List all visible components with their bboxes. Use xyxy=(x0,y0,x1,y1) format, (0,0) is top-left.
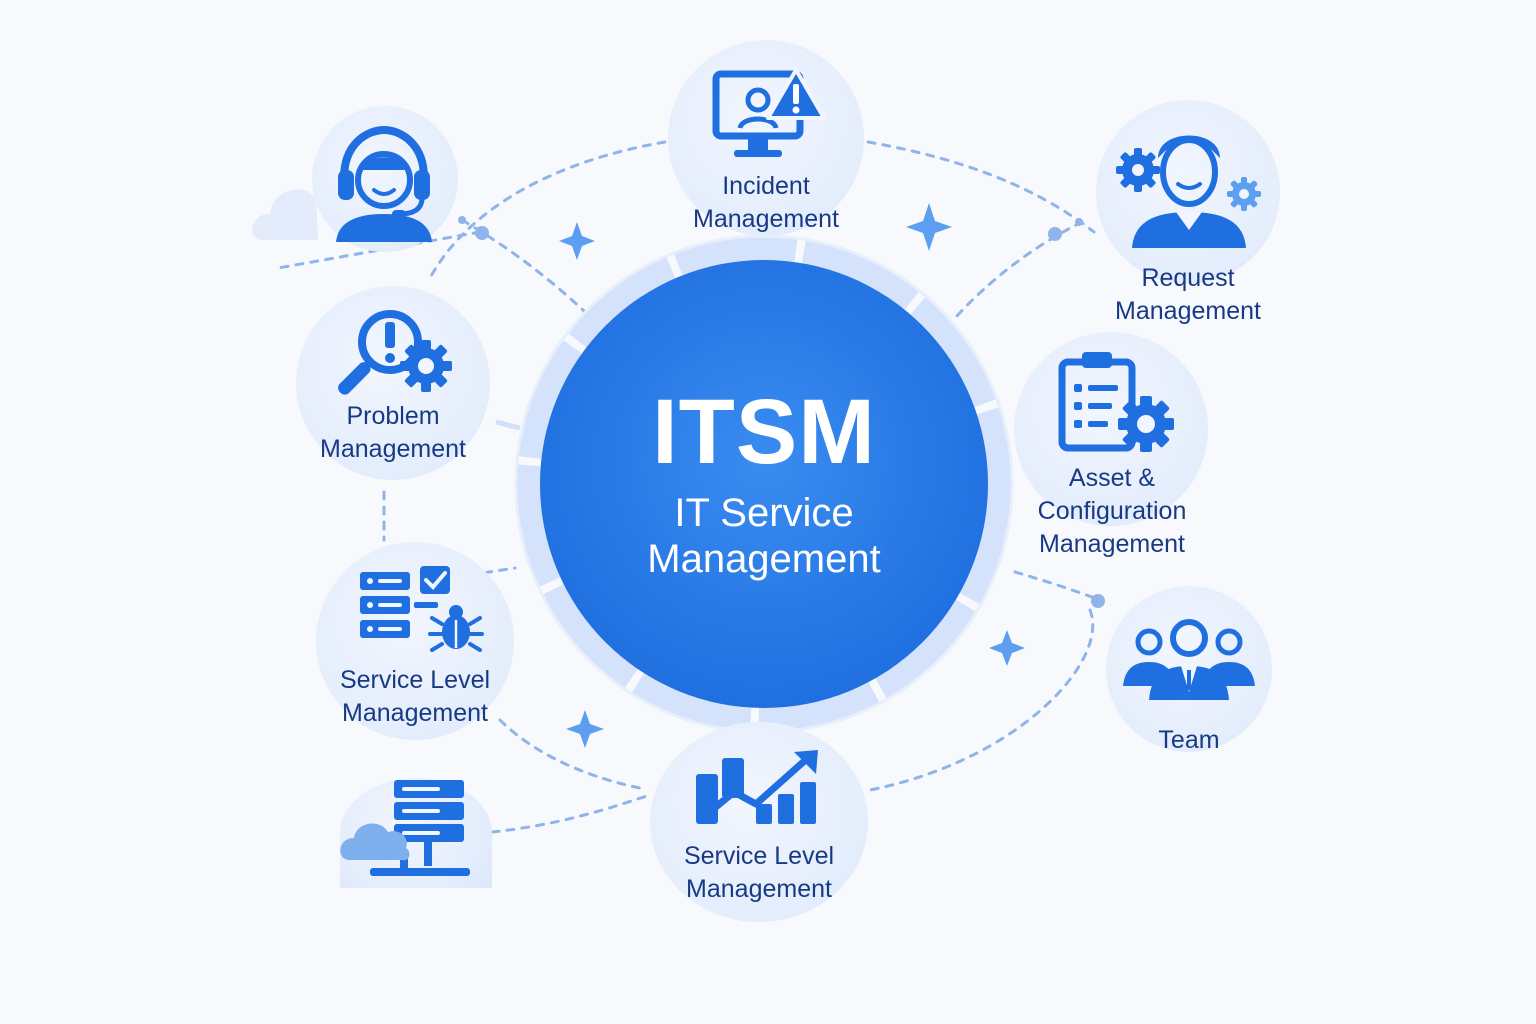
sparkle-icon xyxy=(906,203,952,251)
cloud-server-icon xyxy=(340,780,470,876)
label-incident: Incident Management xyxy=(668,170,864,236)
connector-hub-team xyxy=(1013,570,1102,602)
user-gears-icon xyxy=(1116,135,1261,248)
support-agent-icon xyxy=(336,125,432,242)
hub-title: ITSM xyxy=(652,381,876,483)
node-team: Team xyxy=(1106,586,1272,754)
hub-ring xyxy=(515,235,1013,733)
checklist-bug-icon xyxy=(360,566,484,652)
label-team-line1: Team xyxy=(1158,726,1220,754)
label-service-level-left-line2: Management xyxy=(342,699,488,727)
node-problem: Problem Management xyxy=(296,286,490,480)
sparkle-icon xyxy=(559,222,595,260)
connector-support-left xyxy=(276,230,482,270)
node-incident: Incident Management xyxy=(668,40,864,236)
node-service-level-left: Service Level Management xyxy=(316,542,514,740)
sparkle-decorations xyxy=(559,203,1025,748)
label-problem: Problem Management xyxy=(296,400,490,466)
connector-incident-problem xyxy=(428,140,667,280)
label-asset-line1: Asset & xyxy=(1068,464,1156,492)
clipboard-gear-icon xyxy=(1058,352,1174,452)
label-team: Team xyxy=(1106,724,1272,757)
magnifier-gear-icon xyxy=(338,310,452,395)
label-problem-line2: Management xyxy=(320,435,466,463)
sparkle-icon xyxy=(566,710,604,748)
connector-hub-team-arc xyxy=(868,608,1095,792)
node-request: Request Management xyxy=(1096,100,1280,325)
cloud-icon xyxy=(340,823,410,861)
connector-incident-request xyxy=(866,140,1096,234)
label-service-level-bottom: Service Level Management xyxy=(650,840,868,906)
connector-infra-bottom xyxy=(490,793,652,834)
label-service-level-bottom-line1: Service Level xyxy=(683,842,835,870)
node-service-level-bottom: Service Level Management xyxy=(650,722,868,922)
connector-request-hub xyxy=(953,220,1084,320)
monitor-alert-icon xyxy=(712,68,826,157)
team-icon xyxy=(1123,619,1255,700)
label-request-line1: Request xyxy=(1141,264,1235,292)
hub-subtitle-line1: IT Service xyxy=(674,491,854,535)
label-problem-line1: Problem xyxy=(346,402,440,430)
label-incident-line2: Management xyxy=(693,205,839,233)
cloud-icon xyxy=(252,189,318,240)
label-asset-line2: Configuration xyxy=(1037,497,1187,525)
node-infrastructure xyxy=(340,778,492,888)
node-support xyxy=(312,106,458,252)
label-asset-line3: Management xyxy=(1039,530,1185,558)
label-asset: Asset & Configuration Management xyxy=(1008,462,1216,561)
node-asset: Asset & Configuration Management xyxy=(1014,332,1208,558)
label-service-level-bottom-line2: Management xyxy=(686,875,832,903)
label-service-level-left: Service Level Management xyxy=(312,664,518,730)
connector-sl-left-bottom xyxy=(498,718,642,790)
sparkle-icon xyxy=(989,630,1025,666)
hub-subtitle-line2: Management xyxy=(647,537,881,581)
label-request-line2: Management xyxy=(1115,297,1261,325)
chart-growth-icon xyxy=(696,750,818,824)
label-incident-line1: Incident xyxy=(722,172,810,200)
hub-circle xyxy=(540,260,988,708)
label-service-level-left-line1: Service Level xyxy=(339,666,491,694)
label-request: Request Management xyxy=(1090,262,1286,328)
